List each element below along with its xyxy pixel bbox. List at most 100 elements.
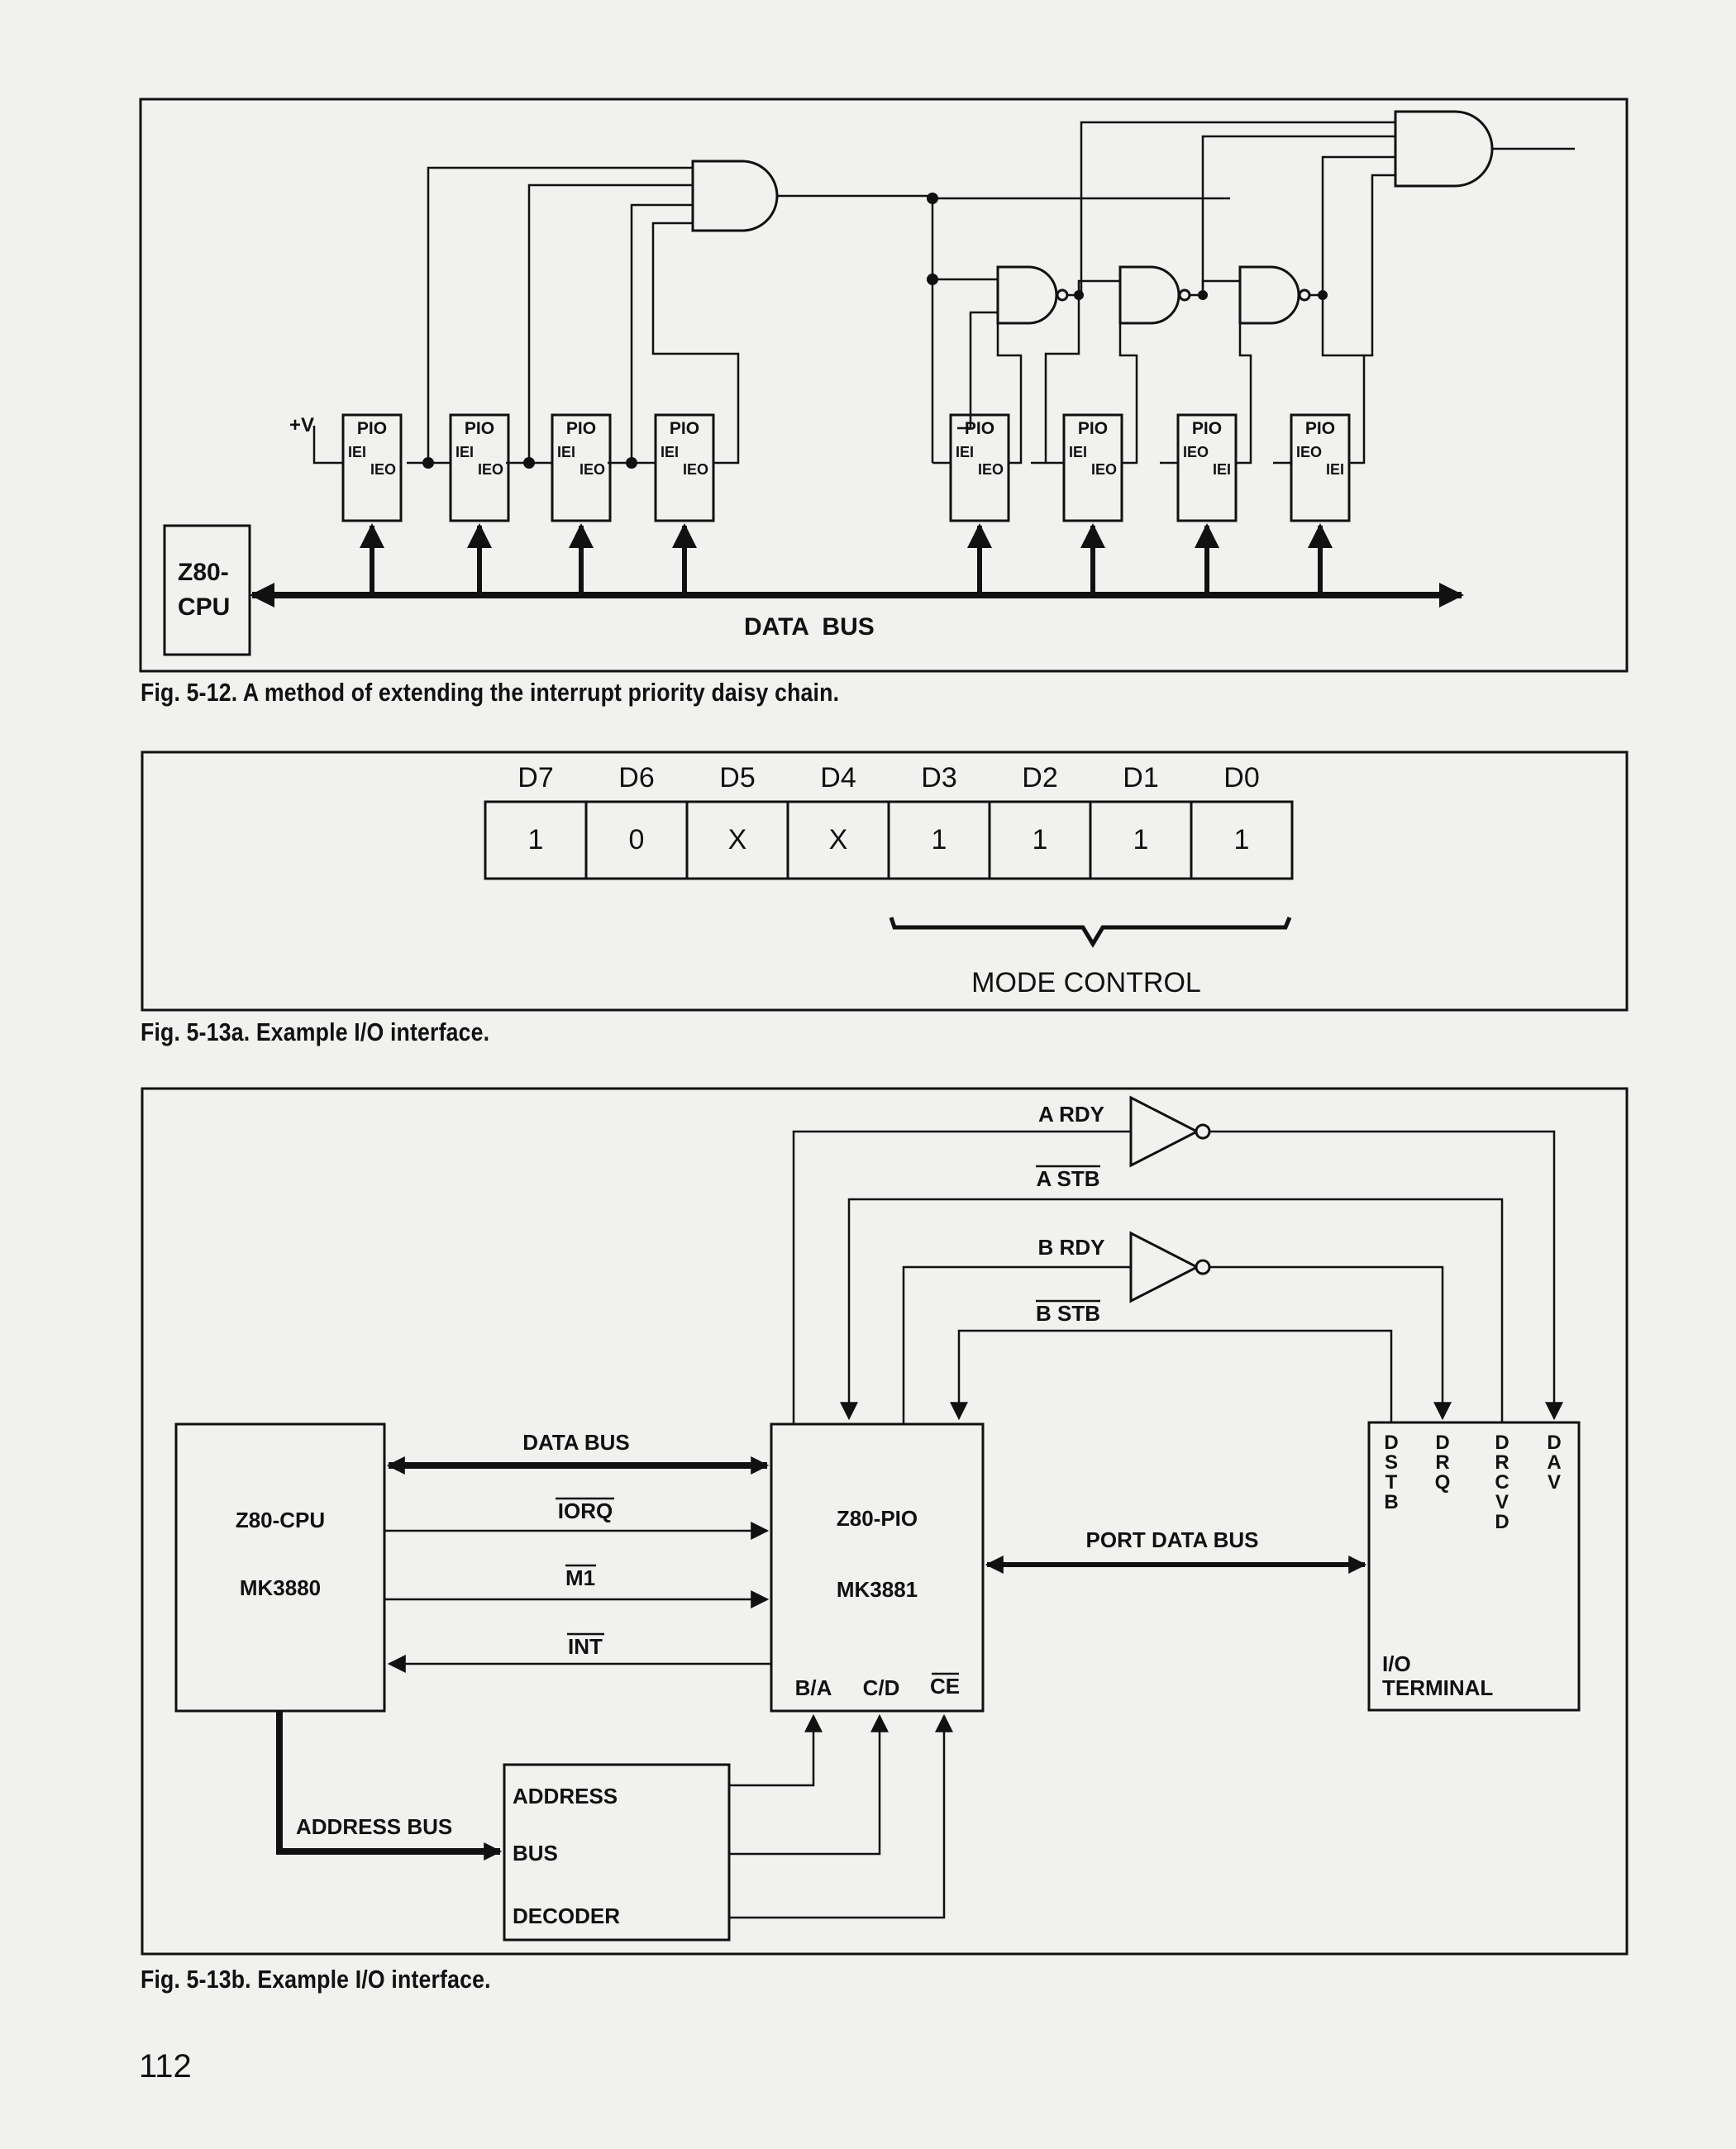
pio-pin-2: IEI bbox=[1213, 461, 1231, 478]
a-rdy-label: A RDY bbox=[1038, 1102, 1104, 1127]
int-label: INT bbox=[568, 1634, 603, 1659]
cpu-part-number: MK3880 bbox=[240, 1575, 321, 1600]
figure-5-12-daisy-chain: Z80- CPU DATA BUS +V PIOIEIIEOPIOIEIIEOP… bbox=[139, 98, 1629, 673]
figure-frame bbox=[141, 1087, 1629, 1956]
terminal-line-1: I/O bbox=[1382, 1651, 1411, 1676]
register-bit: D1 1 bbox=[1089, 762, 1193, 880]
register-bit: D4X bbox=[786, 762, 890, 880]
register-bit: D3 1 bbox=[887, 762, 991, 880]
pio-pin-2: IEO bbox=[478, 461, 503, 478]
address-bus-label: ADDRESS BUS bbox=[296, 1814, 452, 1839]
b-rdy-buffer bbox=[1129, 1231, 1200, 1303]
decoder-box bbox=[503, 1763, 731, 1942]
decoder-line-2: BUS bbox=[513, 1841, 558, 1865]
pio-pin-1: IEI bbox=[557, 444, 575, 460]
terminal-line-2: TERMINAL bbox=[1382, 1675, 1493, 1700]
and-gate-left bbox=[691, 160, 779, 232]
pio-pin-1: IEO bbox=[1183, 444, 1209, 460]
pio-title: PIO bbox=[1192, 419, 1222, 438]
mode-control-label: MODE CONTROL bbox=[971, 967, 1201, 998]
and-gate-right bbox=[1394, 110, 1494, 188]
pio-title: PIO bbox=[670, 419, 699, 438]
pio-title: PIO bbox=[1078, 419, 1108, 438]
bit-label: D3 bbox=[921, 762, 956, 793]
figure-5-13a-caption: Fig. 5-13a. Example I/O interface. bbox=[141, 1017, 490, 1046]
pio-pin-2: IEO bbox=[370, 461, 396, 478]
register-bit: D7 1 bbox=[484, 762, 588, 880]
nand-gate-1 bbox=[996, 265, 1058, 325]
register-bit: D5X bbox=[685, 762, 789, 880]
bit-value: 1 bbox=[932, 824, 947, 855]
pio-pin-1: IEI bbox=[661, 444, 679, 460]
b-stb-label: B STB bbox=[1036, 1301, 1100, 1326]
register-bit: D2 1 bbox=[988, 762, 1092, 880]
cpu-label-2: CPU bbox=[178, 593, 230, 621]
bit-value: 1 bbox=[1033, 824, 1048, 855]
pio-group: PIOIEIIEOPIOIEIIEOPIOIEIIEOPIOIEIIEOPIOI… bbox=[341, 413, 1351, 593]
page-number: 112 bbox=[139, 2048, 192, 2085]
figure-frame bbox=[141, 750, 1629, 1012]
bit-label: D2 bbox=[1022, 762, 1057, 793]
bit-label: D7 bbox=[517, 762, 553, 793]
bit-label: D0 bbox=[1223, 762, 1259, 793]
register-bit: D0 1 bbox=[1190, 762, 1294, 880]
cpu-name: Z80-CPU bbox=[236, 1508, 325, 1532]
io-terminal-box bbox=[1367, 1421, 1581, 1712]
bit-value: 1 bbox=[1234, 824, 1250, 855]
pio-pin-1: IEO bbox=[1296, 444, 1322, 460]
pio-title: PIO bbox=[465, 419, 494, 438]
bit-label: D5 bbox=[719, 762, 755, 793]
bit-value: 1 bbox=[1133, 824, 1149, 855]
figure-5-13b-caption: Fig. 5-13b. Example I/O interface. bbox=[141, 1965, 491, 1994]
decoder-line-3: DECODER bbox=[513, 1904, 620, 1928]
pio-part-number: MK3881 bbox=[837, 1577, 918, 1602]
pio-pin-1: IEI bbox=[1069, 444, 1087, 460]
decoder-line-1: ADDRESS bbox=[513, 1784, 618, 1808]
z80-pio-box bbox=[770, 1422, 985, 1713]
pio-title: PIO bbox=[965, 419, 994, 438]
bit-label: D4 bbox=[820, 762, 856, 793]
data-bus-label: DATA BUS bbox=[522, 1430, 630, 1455]
z80-cpu-box bbox=[174, 1422, 386, 1713]
pio-title: PIO bbox=[566, 419, 596, 438]
pio-name: Z80-PIO bbox=[837, 1506, 918, 1531]
bit-value: X bbox=[829, 824, 848, 855]
figure-5-13b-labels: Z80-CPU MK3880 Z80-PIO MK3881 B/A C/D CE… bbox=[236, 1102, 1562, 1928]
b-rdy-label: B RDY bbox=[1038, 1235, 1105, 1260]
register-bit: D6 0 bbox=[584, 762, 689, 880]
pio-pin-1: IEI bbox=[348, 444, 366, 460]
pio-pin-2: IEO bbox=[579, 461, 605, 478]
nand-gate-3 bbox=[1238, 265, 1300, 325]
bit-label: D1 bbox=[1123, 762, 1158, 793]
pio-title: PIO bbox=[1305, 419, 1335, 438]
a-stb-label: A STB bbox=[1036, 1166, 1099, 1191]
a-rdy-buffer bbox=[1129, 1095, 1200, 1168]
pio-pin-cd: C/D bbox=[863, 1675, 900, 1700]
pio-pin-1: IEI bbox=[455, 444, 474, 460]
m1-label: M1 bbox=[565, 1565, 595, 1590]
data-bus-label: DATA BUS bbox=[744, 613, 875, 641]
bit-label: D6 bbox=[618, 762, 654, 793]
pio-title: PIO bbox=[357, 419, 387, 438]
figure-5-12-caption: Fig. 5-12. A method of extending the int… bbox=[141, 678, 840, 707]
bit-value: 0 bbox=[629, 824, 645, 855]
figure-5-13b-interface bbox=[141, 1087, 1629, 1956]
mode-control-brace bbox=[889, 917, 1292, 948]
bit-value: 1 bbox=[528, 824, 544, 855]
nand-gate-2 bbox=[1118, 265, 1180, 325]
port-data-bus-label: PORT DATA BUS bbox=[1086, 1527, 1259, 1552]
